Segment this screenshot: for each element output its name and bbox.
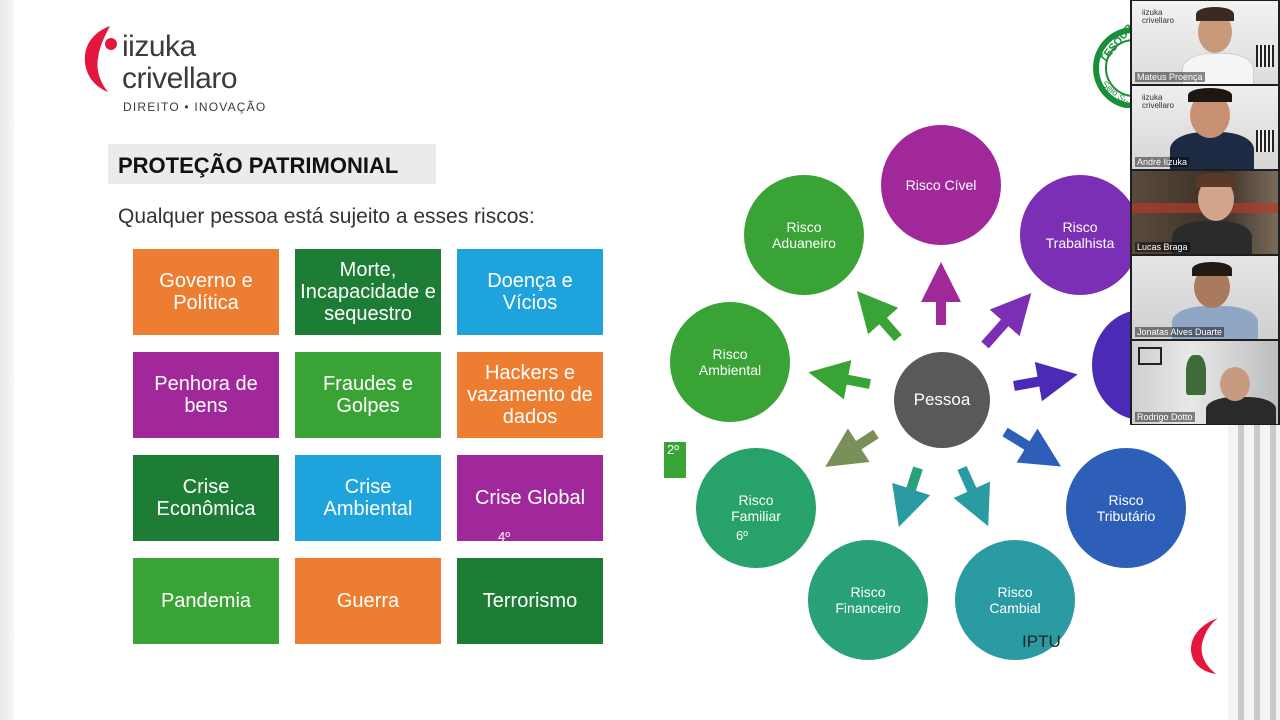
risk-tile-label: Pandemia: [160, 590, 252, 612]
badge-4: 4º: [498, 529, 510, 544]
node-label: Risco Trabalhista: [1045, 219, 1115, 251]
risk-tile-label: Guerra: [336, 590, 400, 612]
badge-2: 2º: [664, 442, 686, 478]
risk-tile: Fraudes e Golpes: [295, 352, 441, 438]
slide-subtitle: Qualquer pessoa está sujeito a esses ris…: [118, 205, 535, 228]
logo-mark-icon: [84, 26, 117, 92]
arrow-to-tributario: [1002, 427, 1062, 467]
participant-tile[interactable]: Rodrigo Dotto: [1132, 341, 1278, 424]
node-label: Risco Tributário: [1096, 492, 1156, 524]
participant-tile[interactable]: Lucas Braga: [1132, 171, 1278, 254]
node-center-label: Pessoa: [913, 390, 971, 409]
diagram-arrows: [808, 262, 1078, 528]
risk-tile: Morte, Incapacidade e sequestro: [295, 249, 441, 335]
arrow-to-trabalhista: [981, 293, 1032, 349]
risk-tile-label: Crise Econômica: [156, 476, 256, 520]
node-risco-aduaneiro: Risco Aduaneiro: [744, 175, 864, 295]
node-center-pessoa: Pessoa: [894, 352, 990, 448]
risk-tile: Crise Global: [457, 455, 603, 541]
node-label: Risco Cível: [905, 177, 977, 193]
node-label: Risco Ambiental: [698, 346, 762, 378]
iptu-label: IPTU: [1022, 632, 1061, 651]
node-risco-tributario: Risco Tributário: [1066, 448, 1186, 568]
company-logo: iizuka crivellaro DIREITO • INOVAÇÃO: [80, 24, 280, 118]
node-label: Risco Aduaneiro: [772, 219, 836, 251]
slide-left-margin: [0, 0, 14, 720]
slide-title: PROTEÇÃO PATRIMONIAL: [118, 153, 399, 178]
arrow-to-cambial: [953, 465, 991, 527]
risk-tile: Crise Ambiental: [295, 455, 441, 541]
risk-tile-label: Penhora de bens: [154, 373, 258, 417]
logo-tagline: DIREITO • INOVAÇÃO: [123, 100, 267, 114]
risk-tile: Penhora de bens: [133, 352, 279, 438]
corner-logo-icon: [1191, 618, 1218, 674]
participant-name: Mateus Proença: [1135, 72, 1205, 82]
risk-tile: Guerra: [295, 558, 441, 644]
node-risco-ambiental: Risco Ambiental: [670, 302, 790, 422]
logo-text-iizuka: iizuka: [122, 30, 196, 63]
node-risco-trabalhista: Risco Trabalhista: [1020, 175, 1140, 295]
node-risco-financeiro: Risco Financeiro: [808, 540, 928, 660]
logo-text-crivellaro: crivellaro: [122, 62, 238, 95]
arrow-to-right: [1013, 361, 1078, 402]
title-banner: PROTEÇÃO PATRIMONIAL: [108, 144, 436, 184]
risk-tile: Doença e Vícios: [457, 249, 603, 335]
risk-tile: Hackers e vazamento de dados: [457, 352, 603, 438]
risk-tile: Governo e Política: [133, 249, 279, 335]
risk-tile-label: Doença e Vícios: [487, 270, 573, 314]
arrow-to-aduaneiro: [856, 290, 902, 342]
risk-tile-label: Hackers e vazamento de dados: [467, 362, 593, 428]
risk-tile-label: Morte, Incapacidade e sequestro: [300, 259, 436, 325]
presentation-slide: iizuka crivellaro DIREITO • INOVAÇÃO PRO…: [0, 0, 1218, 720]
node-label: Risco Financeiro: [835, 584, 901, 616]
risk-tile: Pandemia: [133, 558, 279, 644]
node-risco-civel: Risco Cível: [881, 125, 1001, 245]
arrow-to-ambiental: [808, 360, 871, 400]
qr-code-icon: [1256, 45, 1274, 67]
node-risco-cambial: Risco Cambial: [955, 540, 1075, 660]
node-label: Risco Familiar: [731, 492, 781, 524]
slide-right-rails: [1228, 425, 1280, 720]
participant-name: Rodrigo Dotto: [1135, 412, 1195, 422]
arrow-to-familiar: [825, 428, 879, 467]
risk-tile: Crise Econômica: [133, 455, 279, 541]
risk-tile-label: Crise Global: [474, 487, 586, 509]
node-risco-familiar: Risco Familiar: [696, 448, 816, 568]
participant-name: Lucas Braga: [1135, 242, 1190, 252]
risk-tile: Terrorismo: [457, 558, 603, 644]
arrow-to-financeiro: [892, 466, 931, 528]
participant-name: Jonatas Alves Duarte: [1135, 327, 1225, 337]
qr-code-icon: [1256, 130, 1274, 152]
participant-name: André Iizuka: [1135, 157, 1190, 167]
risk-tile-label: Terrorismo: [482, 590, 578, 612]
risk-tile-label: Crise Ambiental: [323, 476, 413, 520]
badge-6: 6º: [736, 528, 748, 543]
risk-tile-label: Governo e Política: [159, 270, 253, 314]
participant-tile[interactable]: Jonatas Alves Duarte: [1132, 256, 1278, 339]
risk-tile-label: Fraudes e Golpes: [322, 373, 414, 417]
node-label: Risco Cambial: [989, 584, 1041, 616]
